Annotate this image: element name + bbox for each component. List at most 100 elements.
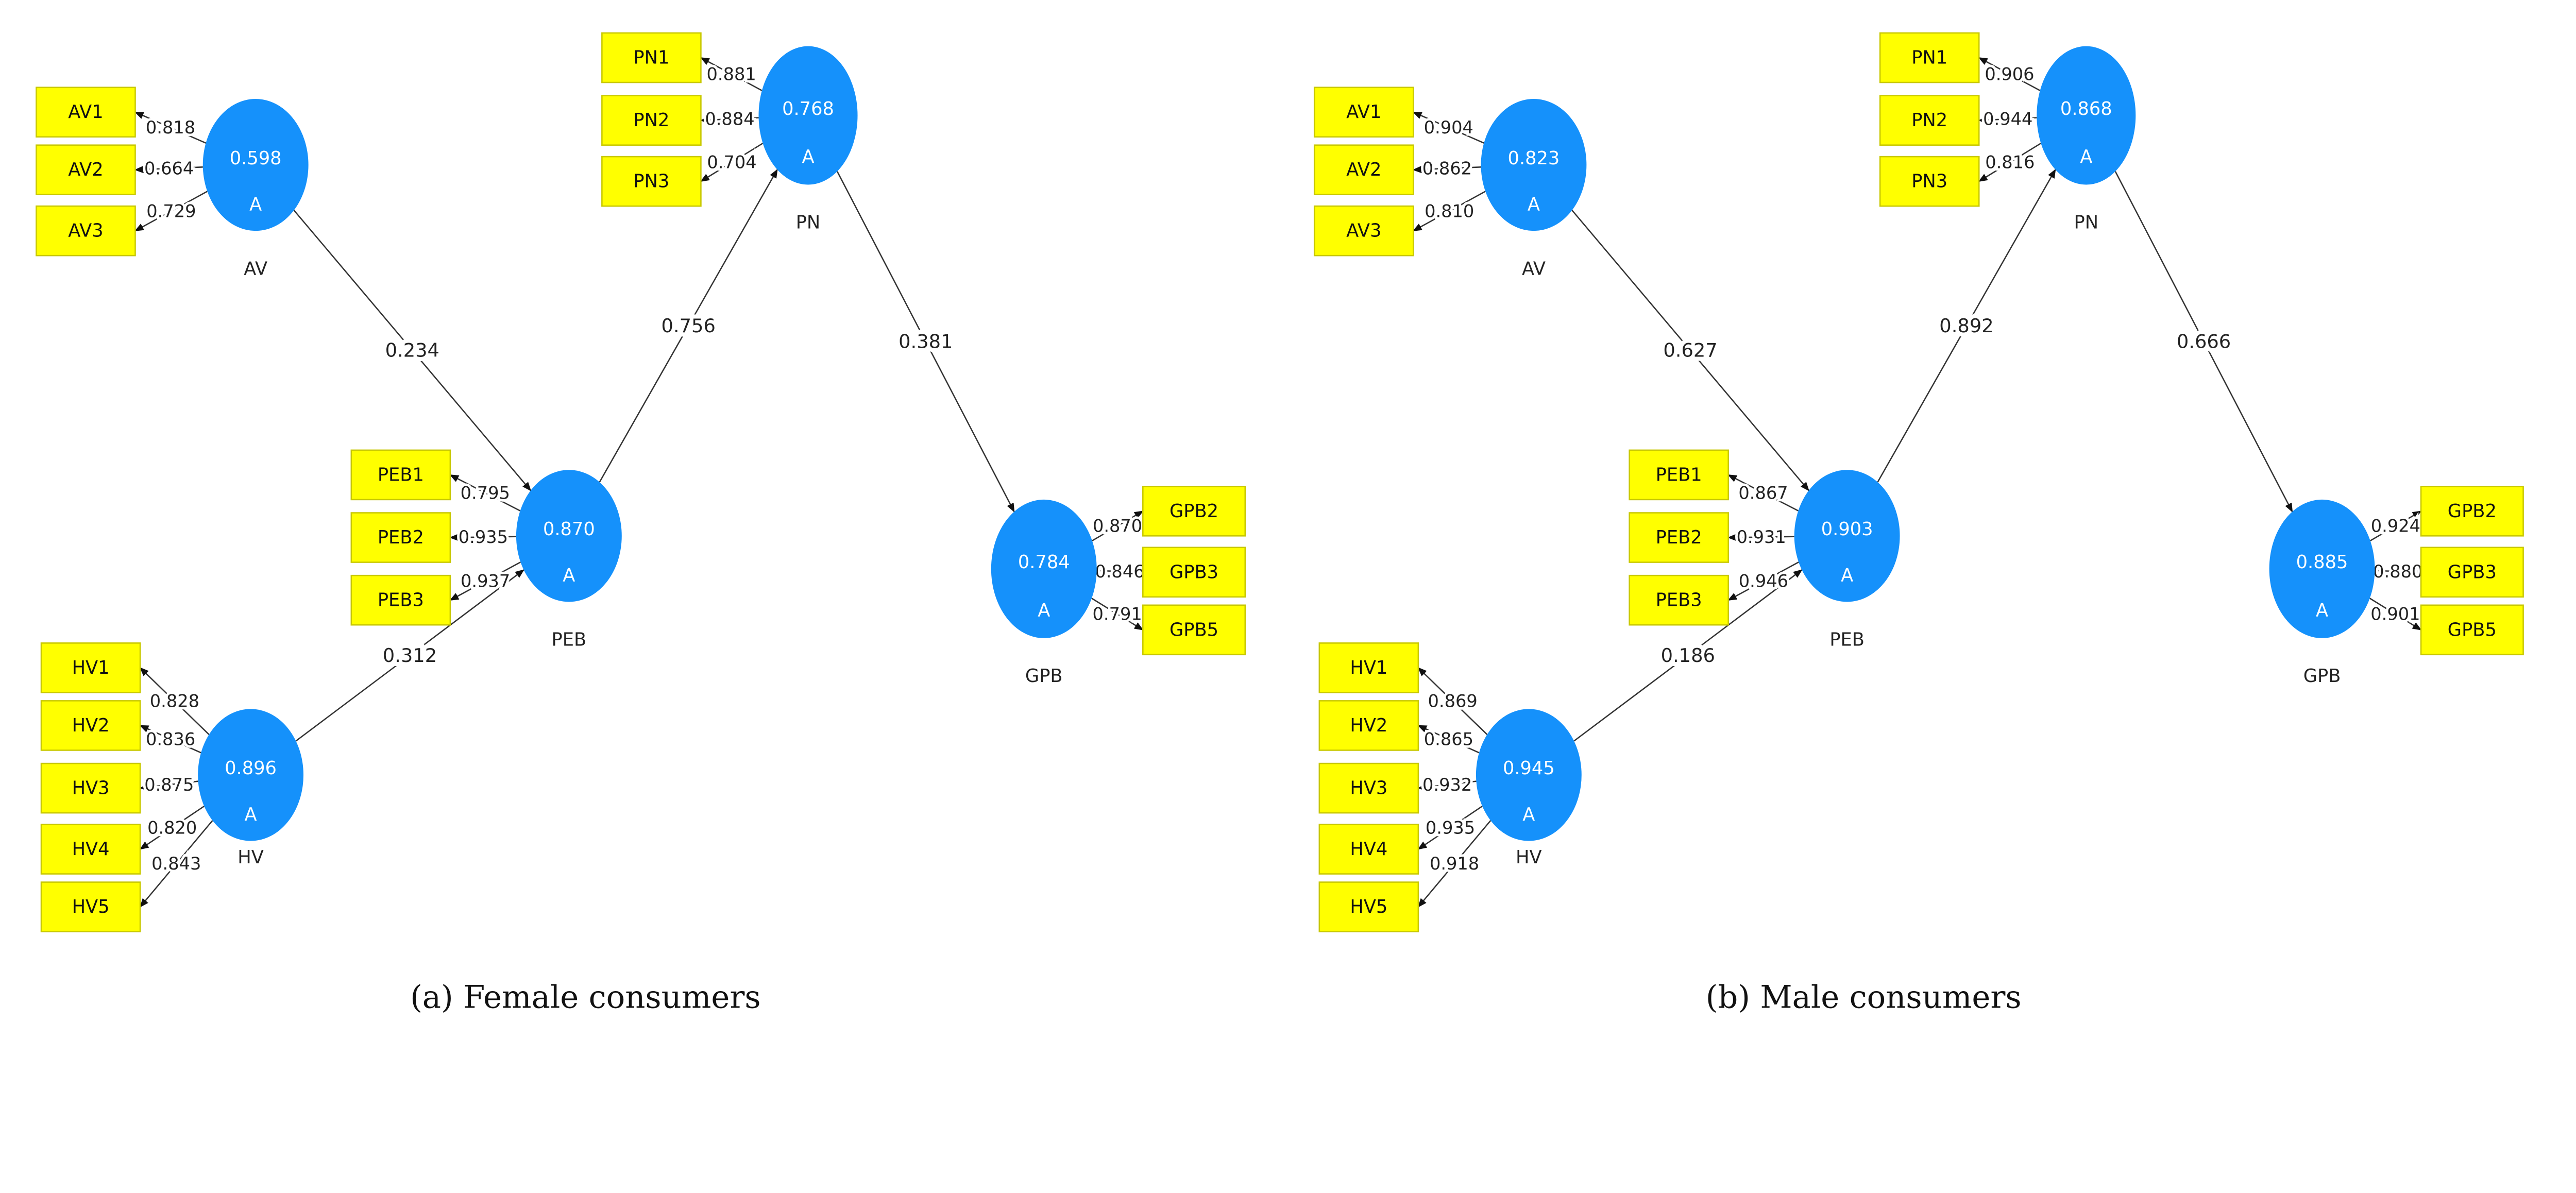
- outer-loading: 0.862: [1422, 159, 1472, 179]
- indicator-label: HV4: [1350, 839, 1387, 860]
- outer-loading: 0.810: [1425, 201, 1474, 221]
- indicator-box-peb1[interactable]: [350, 449, 451, 501]
- indicator-box-pn1[interactable]: [1879, 32, 1980, 83]
- latent-variable-hv[interactable]: [1476, 709, 1582, 841]
- indicator-label: PEB3: [1656, 590, 1702, 611]
- loading-arrow: [1978, 116, 2037, 124]
- latent-variable-hv[interactable]: [198, 709, 303, 841]
- loading-arrow: [1412, 111, 1484, 144]
- outer-loading: 0.843: [151, 854, 201, 874]
- loading-arrow: [1417, 667, 1488, 735]
- loading-arrow: [449, 534, 516, 541]
- loading-arrow: [139, 667, 210, 735]
- indicator-box-peb2[interactable]: [1629, 512, 1729, 563]
- outer-loading: 0.820: [147, 817, 197, 838]
- indicator-box-hv1[interactable]: [1318, 642, 1419, 693]
- indicator-box-peb3[interactable]: [1629, 574, 1729, 626]
- latent-variable-pn[interactable]: [758, 46, 858, 185]
- loading-arrow: [1092, 510, 1144, 541]
- latent-variable-name: HV: [1516, 847, 1542, 868]
- panel-male: 0.6270.1860.8920.6660.904AV10.862AV20.81…: [1313, 32, 2524, 1016]
- path-arrow-peb-pn: [1877, 168, 2056, 483]
- latent-variable-peb[interactable]: [1794, 470, 1900, 602]
- r-squared-value: 0.768: [782, 98, 834, 120]
- indicator-label: AV3: [68, 220, 103, 242]
- path-arrow-pn-gpb: [836, 171, 1015, 513]
- indicator-label: GPB5: [2448, 619, 2497, 640]
- indicator-box-hv4[interactable]: [1318, 824, 1419, 875]
- indicator-box-hv3[interactable]: [1318, 762, 1419, 814]
- indicator-label: GPB2: [2448, 501, 2497, 522]
- loading-arrow: [449, 474, 521, 512]
- indicator-box-av2[interactable]: [36, 144, 136, 196]
- latent-variable-pn[interactable]: [2037, 46, 2136, 185]
- outer-loading: 0.870: [1093, 516, 1142, 536]
- indicator-box-hv5[interactable]: [1318, 881, 1419, 932]
- measurement-mode: A: [802, 146, 814, 167]
- indicator-box-av3[interactable]: [36, 205, 136, 257]
- indicator-label: GPB2: [1170, 501, 1218, 522]
- indicator-box-hv2[interactable]: [1318, 700, 1419, 751]
- indicator-label: PN2: [1911, 110, 1947, 131]
- indicator-label: PN1: [1911, 47, 1947, 69]
- r-squared-value: 0.870: [543, 519, 595, 540]
- r-squared-value: 0.598: [230, 148, 282, 169]
- latent-variable-gpb[interactable]: [2269, 499, 2375, 638]
- latent-variable-gpb[interactable]: [991, 499, 1097, 638]
- panel-female: 0.2340.3120.7560.3810.818AV10.664AV20.72…: [36, 32, 1246, 1016]
- indicator-box-gpb5[interactable]: [2420, 604, 2524, 656]
- indicator-box-av2[interactable]: [1313, 144, 1414, 196]
- outer-loading: 0.836: [146, 729, 195, 749]
- indicator-box-hv5[interactable]: [40, 881, 141, 932]
- indicator-box-hv4[interactable]: [40, 824, 141, 875]
- outer-loading: 0.884: [705, 109, 754, 129]
- outer-loading: 0.904: [1424, 117, 1473, 138]
- indicator-label: GPB5: [1170, 619, 1218, 640]
- loading-arrow: [2375, 568, 2422, 576]
- outer-loading: 0.664: [144, 159, 194, 179]
- latent-variable-av[interactable]: [202, 99, 309, 231]
- latent-variable-name: PN: [2074, 212, 2099, 233]
- indicator-box-pn2[interactable]: [601, 95, 702, 146]
- latent-variable-name: GPB: [2303, 666, 2341, 687]
- indicator-label: PN2: [633, 110, 669, 131]
- indicator-box-av1[interactable]: [1313, 87, 1414, 138]
- indicator-box-hv3[interactable]: [40, 762, 141, 814]
- r-squared-value: 0.784: [1018, 552, 1070, 573]
- loading-arrow: [1096, 568, 1144, 576]
- measurement-mode: A: [1522, 804, 1535, 825]
- loading-arrow: [139, 820, 213, 908]
- latent-variable-peb[interactable]: [516, 470, 622, 602]
- path-coefficient: 0.756: [662, 315, 716, 337]
- measurement-mode: A: [563, 565, 575, 586]
- loading-arrow: [1417, 806, 1483, 850]
- indicator-box-gpb3[interactable]: [1142, 547, 1246, 598]
- loading-arrow: [2369, 598, 2422, 630]
- indicator-box-pn3[interactable]: [601, 156, 702, 207]
- indicator-box-gpb3[interactable]: [2420, 547, 2524, 598]
- indicator-box-pn3[interactable]: [1879, 156, 1980, 207]
- outer-loading: 0.818: [146, 117, 195, 138]
- indicator-box-pn1[interactable]: [601, 32, 702, 83]
- loading-arrow: [1412, 165, 1481, 174]
- latent-variable-av[interactable]: [1481, 99, 1587, 231]
- indicator-box-hv2[interactable]: [40, 700, 141, 751]
- indicator-box-pn2[interactable]: [1879, 95, 1980, 146]
- indicator-box-av3[interactable]: [1313, 205, 1414, 257]
- indicator-box-gpb5[interactable]: [1142, 604, 1246, 656]
- indicator-label: HV1: [72, 657, 110, 678]
- indicator-box-hv1[interactable]: [40, 642, 141, 693]
- indicator-box-gpb2[interactable]: [2420, 486, 2524, 537]
- indicator-box-peb2[interactable]: [350, 512, 451, 563]
- outer-loading: 0.937: [461, 571, 510, 591]
- indicator-box-peb1[interactable]: [1629, 449, 1729, 501]
- outer-loading: 0.944: [1983, 109, 2032, 129]
- loading-arrow: [139, 725, 201, 754]
- indicator-label: PN3: [633, 171, 669, 192]
- indicator-box-gpb2[interactable]: [1142, 486, 1246, 537]
- indicator-box-av1[interactable]: [36, 87, 136, 138]
- indicator-box-peb3[interactable]: [350, 574, 451, 626]
- indicator-label: AV3: [1346, 220, 1381, 242]
- outer-loading: 0.935: [459, 527, 508, 547]
- r-squared-value: 0.823: [1508, 148, 1560, 169]
